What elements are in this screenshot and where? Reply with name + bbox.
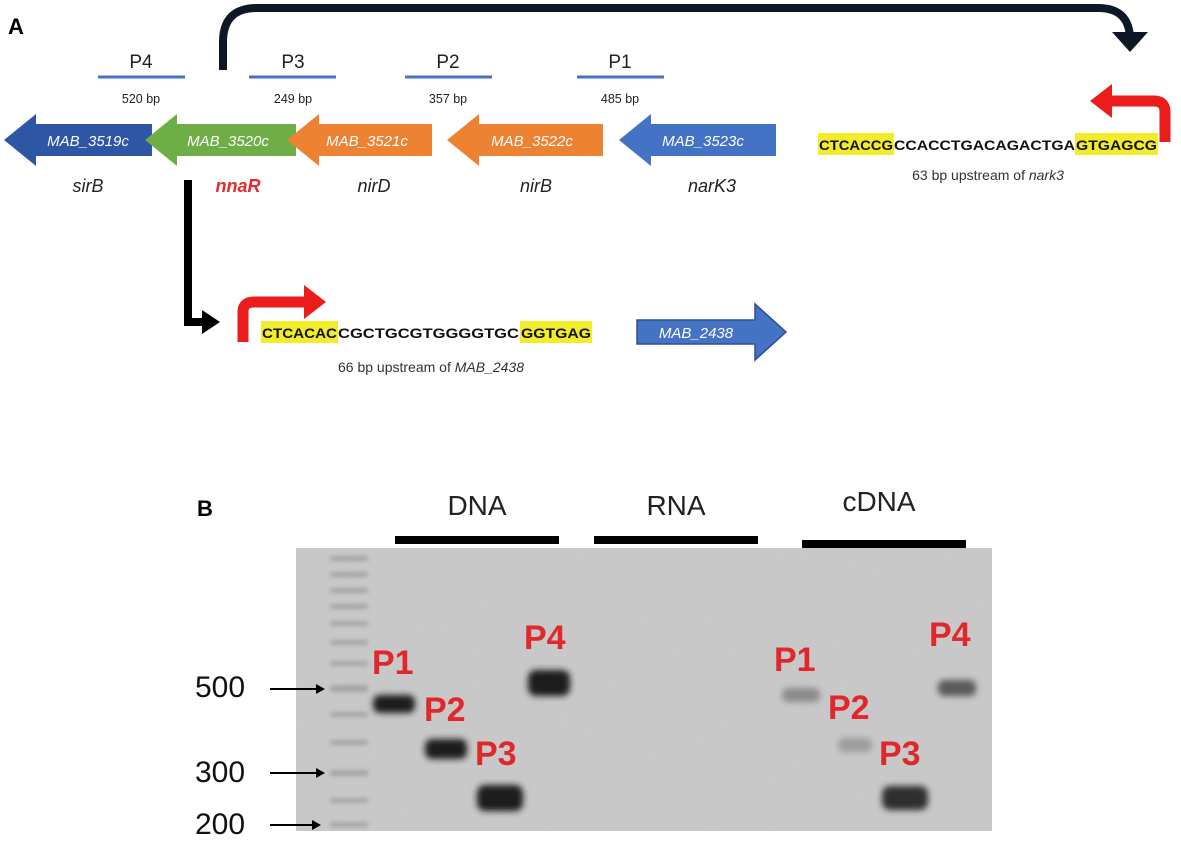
gene-name-nirb: nirB bbox=[520, 176, 552, 196]
group-label-dna: DNA bbox=[447, 490, 506, 521]
gene-name-nird: nirD bbox=[357, 176, 390, 196]
gene-mab-3520c: MAB_3520c bbox=[145, 114, 296, 166]
svg-text:485 bp: 485 bp bbox=[601, 92, 639, 106]
panel-a-label: A bbox=[8, 14, 24, 39]
svg-text:200: 200 bbox=[195, 808, 245, 839]
svg-text:P1: P1 bbox=[608, 52, 631, 73]
band-label-dna-p1: P1 bbox=[372, 644, 414, 682]
group-bar-rna bbox=[594, 536, 758, 544]
primer-p1: P1 485 bp bbox=[577, 52, 664, 106]
svg-text:MAB_2438: MAB_2438 bbox=[659, 325, 734, 342]
band-label-dna-p3: P3 bbox=[475, 735, 517, 773]
svg-text:249 bp: 249 bp bbox=[274, 92, 312, 106]
primer-p4: P4 520 bp bbox=[98, 52, 185, 106]
svg-text:MAB_3521c: MAB_3521c bbox=[326, 133, 408, 150]
svg-text:CGCTGCGTGGGGTGC: CGCTGCGTGGGGTGC bbox=[338, 325, 519, 341]
svg-text:P2: P2 bbox=[436, 52, 459, 73]
svg-text:66 bp upstream of MAB_2438: 66 bp upstream of MAB_2438 bbox=[338, 359, 524, 375]
primer-p2: P2 357 bp bbox=[405, 52, 492, 106]
marker-200: 200 bbox=[195, 808, 321, 841]
promoter-arrowhead-mab2438 bbox=[304, 285, 326, 319]
promoter-arrow-nark3 bbox=[1110, 95, 1171, 142]
group-bar-cdna bbox=[802, 540, 966, 548]
gene-name-sirb: sirB bbox=[73, 176, 104, 196]
gene-name-nark3: narK3 bbox=[688, 176, 736, 196]
regulation-arrowhead-mab2438 bbox=[202, 310, 220, 334]
svg-text:GTGAGCG: GTGAGCG bbox=[1076, 137, 1157, 153]
band-label-cdna-p1: P1 bbox=[774, 641, 816, 679]
svg-text:500: 500 bbox=[195, 671, 245, 704]
svg-text:357 bp: 357 bp bbox=[429, 92, 467, 106]
svg-text:MAB_3522c: MAB_3522c bbox=[491, 133, 573, 150]
gene-name-nnar: nnaR bbox=[216, 176, 261, 196]
svg-text:MAB_3520c: MAB_3520c bbox=[187, 133, 269, 150]
band-label-cdna-p2: P2 bbox=[828, 689, 870, 727]
promoter-arrowhead-nark3 bbox=[1090, 84, 1112, 118]
marker-500: 500 bbox=[195, 671, 325, 704]
primer-p3: P3 249 bp bbox=[249, 52, 336, 106]
svg-text:MAB_3523c: MAB_3523c bbox=[662, 133, 744, 150]
gel-image bbox=[296, 548, 992, 831]
svg-text:520 bp: 520 bp bbox=[122, 92, 160, 106]
marker-300: 300 bbox=[195, 756, 325, 789]
sequence-nark3: CTCACCG CCACCTGACAGACTGA GTGAGCG 63 bp u… bbox=[818, 133, 1158, 183]
svg-text:CTCACCG: CTCACCG bbox=[819, 137, 893, 153]
svg-text:P4: P4 bbox=[129, 52, 153, 73]
gene-mab-2438: MAB_2438 bbox=[636, 302, 788, 362]
regulation-arrow-to-nark3 bbox=[219, 4, 1134, 70]
svg-text:GGTGAG: GGTGAG bbox=[521, 325, 591, 341]
svg-text:CTCACAC: CTCACAC bbox=[262, 325, 337, 341]
svg-text:P3: P3 bbox=[281, 52, 304, 73]
regulation-arrowhead-nark3 bbox=[1112, 32, 1148, 52]
group-label-rna: RNA bbox=[646, 490, 705, 521]
regulation-arrow-to-mab2438 bbox=[184, 180, 205, 326]
gene-mab-3523c: MAB_3523c bbox=[619, 114, 776, 166]
svg-text:63 bp upstream of nark3: 63 bp upstream of nark3 bbox=[912, 167, 1064, 183]
promoter-arrow-mab2438 bbox=[237, 296, 306, 342]
band-label-dna-p2: P2 bbox=[424, 691, 466, 729]
band-label-cdna-p4: P4 bbox=[929, 616, 971, 654]
svg-text:MAB_3519c: MAB_3519c bbox=[47, 133, 129, 150]
gene-mab-3521c: MAB_3521c bbox=[287, 114, 432, 166]
group-bar-dna bbox=[395, 536, 559, 544]
band-label-cdna-p3: P3 bbox=[879, 735, 921, 773]
panel-b-label: B bbox=[197, 496, 213, 521]
svg-text:CCACCTGACAGACTGA: CCACCTGACAGACTGA bbox=[894, 137, 1075, 153]
group-label-cdna: cDNA bbox=[842, 486, 915, 517]
gene-mab-3519c: MAB_3519c bbox=[4, 114, 152, 166]
svg-text:300: 300 bbox=[195, 756, 245, 789]
sequence-mab2438: CTCACAC CGCTGCGTGGGGTGC GGTGAG 66 bp ups… bbox=[261, 321, 592, 375]
gene-mab-3522c: MAB_3522c bbox=[447, 114, 603, 166]
band-label-dna-p4: P4 bbox=[524, 619, 566, 657]
